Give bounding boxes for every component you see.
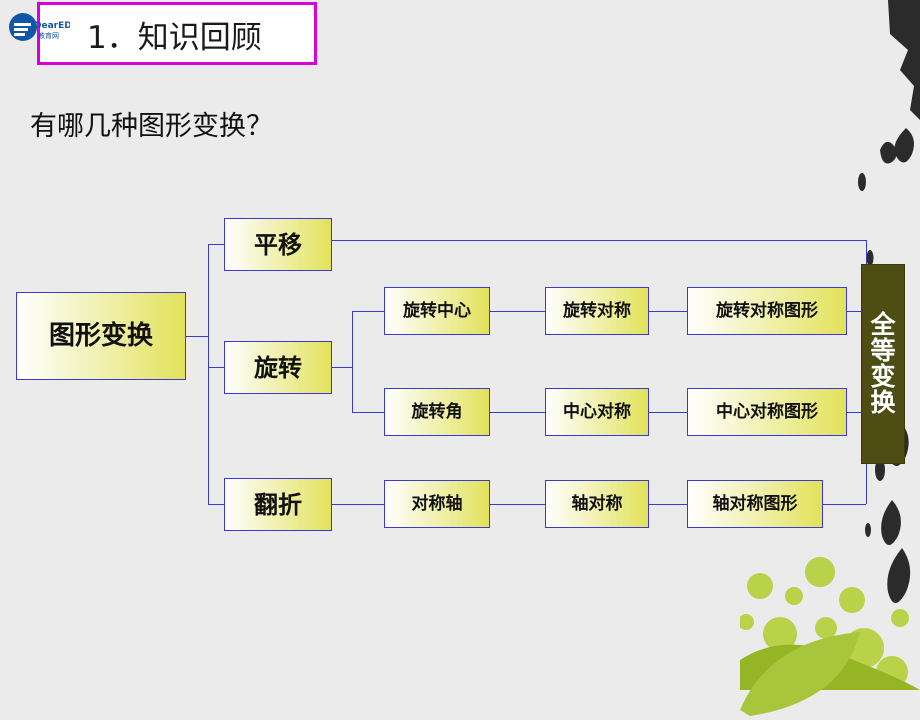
result-char-4: 换: [870, 388, 896, 418]
edge-e1-result: [847, 311, 861, 312]
node-duichengzhou-label: 对称轴: [411, 493, 463, 514]
edge-e3-result: [823, 504, 866, 505]
edge-c3-d3: [490, 504, 546, 505]
edge-xuanzhuan-stub: [332, 367, 352, 368]
node-root-label: 图形变换: [48, 321, 153, 351]
node-fanzhe[interactable]: 翻折: [224, 478, 332, 531]
edge-xuanzhuan-center: [352, 311, 385, 312]
edge-root-stub: [186, 336, 208, 337]
node-zhongxin-duicheng-label: 中心对称: [563, 401, 631, 422]
edge-xuanzhuan-spine: [352, 311, 353, 412]
node-xuanzhuan-duicheng-tuxing[interactable]: 旋转对称图形: [687, 287, 847, 335]
node-xuanzhuan-zhongxin-label: 旋转中心: [403, 300, 471, 321]
node-zhou-duicheng-label: 轴对称: [571, 493, 623, 514]
slide-canvas: 1．知识回顾 DearEDU 教育网 有哪几种图形变换？ 图形变换 平移: [9, 0, 920, 716]
edge-root-spine: [208, 244, 209, 504]
node-xuanzhuan-duicheng-tuxing-label: 旋转对称图形: [716, 300, 818, 321]
node-xuanzhuan-label: 旋转: [254, 353, 302, 382]
edge-fanzhe-duichengzhou: [332, 504, 385, 505]
svg-text:DearEDU: DearEDU: [34, 21, 70, 31]
node-xuanzhuan-jiao-label: 旋转角: [411, 401, 463, 422]
node-xuanzhuan-duicheng[interactable]: 旋转对称: [545, 287, 649, 335]
edge-c1-d1: [490, 311, 546, 312]
node-xuanzhuan-zhongxin[interactable]: 旋转中心: [384, 287, 490, 335]
node-result-quandengbianhuan[interactable]: 全 等 变 换: [861, 264, 905, 464]
edge-root-pingyi: [208, 244, 225, 245]
result-char-2: 等: [870, 335, 896, 365]
node-zhongxin-duicheng[interactable]: 中心对称: [545, 388, 649, 436]
edge-root-xuanzhuan: [208, 367, 225, 368]
node-duichengzhou[interactable]: 对称轴: [384, 480, 490, 528]
decorative-leaf: [740, 632, 860, 716]
dearedu-logo-icon: DearEDU 教育网: [9, 13, 70, 41]
node-zhou-duicheng[interactable]: 轴对称: [545, 480, 649, 528]
result-char-3: 变: [870, 362, 896, 391]
node-zhongxin-duicheng-tuxing[interactable]: 中心对称图形: [687, 388, 847, 436]
node-xuanzhuan-jiao[interactable]: 旋转角: [384, 388, 490, 436]
node-fanzhe-label: 翻折: [254, 490, 302, 519]
edge-c2-d2: [490, 412, 546, 413]
svg-text:教育网: 教育网: [38, 31, 59, 40]
edge-d1-e1: [649, 311, 688, 312]
edge-pingyi-result: [332, 240, 867, 241]
result-char-1: 全: [870, 309, 896, 339]
edge-d3-e3: [649, 504, 688, 505]
edge-xuanzhuan-angle: [352, 412, 385, 413]
edge-d2-e2: [649, 412, 688, 413]
node-zhou-duicheng-tuxing[interactable]: 轴对称图形: [687, 480, 823, 528]
node-zhou-duicheng-tuxing-label: 轴对称图形: [712, 493, 798, 514]
page-title: 1．知识回顾: [87, 20, 262, 56]
question-text: 有哪几种图形变换？: [30, 111, 273, 142]
node-pingyi-label: 平移: [254, 230, 302, 259]
node-zhongxin-duicheng-tuxing-label: 中心对称图形: [716, 401, 818, 422]
title-box: 1．知识回顾: [37, 2, 317, 65]
node-xuanzhuan[interactable]: 旋转: [224, 341, 332, 394]
edge-e2-result: [847, 412, 861, 413]
node-root[interactable]: 图形变换: [16, 292, 186, 380]
node-pingyi[interactable]: 平移: [224, 218, 332, 271]
edge-root-fanzhe: [208, 504, 225, 505]
node-xuanzhuan-duicheng-label: 旋转对称: [563, 300, 631, 321]
